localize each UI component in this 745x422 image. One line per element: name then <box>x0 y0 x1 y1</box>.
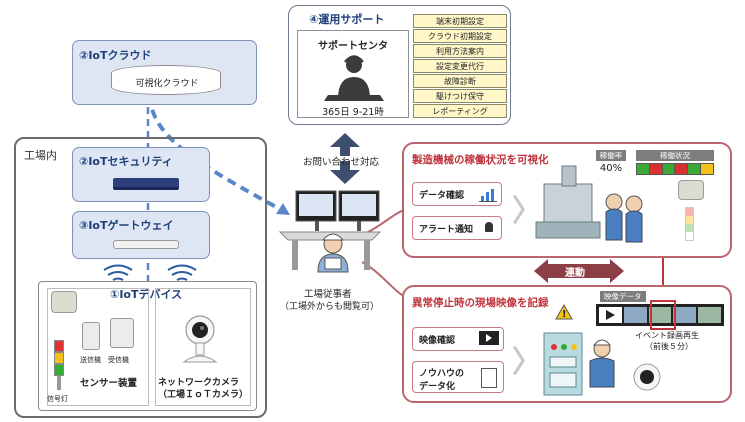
support-item: クラウド初期設定 <box>413 29 507 43</box>
support-title: ④運用サポート <box>309 13 385 26</box>
data-check-button[interactable]: データ確認 <box>412 182 502 206</box>
support-panel: ④運用サポート サポートセンタ 365日 9-21時 端末初期設定 クラウド初期… <box>288 5 511 125</box>
control-panel-illustration: ! <box>543 303 661 396</box>
receiver-icon <box>110 318 134 348</box>
down-arrow <box>330 161 360 184</box>
support-item: 利用方法案内 <box>413 44 507 58</box>
event-playback-label: イベント録画再生 <box>635 331 699 340</box>
support-item: 駆けつけ保守 <box>413 89 507 103</box>
support-item: レポーティング <box>413 104 507 118</box>
bar-chart-icon <box>479 187 497 202</box>
event-highlight <box>650 300 676 330</box>
event-playback-sub: （前後５分） <box>645 342 693 351</box>
video-player-icon <box>479 331 499 345</box>
iot-security-title: ②IoTセキュリティ <box>79 155 173 168</box>
alert-label: アラート通知 <box>419 225 474 235</box>
video-play-frame[interactable] <box>599 307 622 323</box>
status-label: 稼働状況 <box>636 150 714 161</box>
knowhow-label-line1: ノウハウの <box>419 369 465 379</box>
video-data-label: 映像データ <box>600 291 646 302</box>
iot-security-panel: ②IoTセキュリティ <box>72 147 210 202</box>
machine-workers-illustration <box>535 165 643 243</box>
support-center-box: サポートセンタ 365日 9-21時 <box>297 30 409 118</box>
support-item: 設定変更代行 <box>413 59 507 73</box>
svg-text:!: ! <box>562 309 567 320</box>
worker-sub-label: （工場外からも閲覧可） <box>280 302 380 312</box>
cloud-to-worker-dashed-link <box>148 94 286 214</box>
chevron-right-icon: 〉 <box>512 345 542 380</box>
signal-light-label: 信号灯 <box>47 395 68 403</box>
camera-label-line1: ネットワークカメラ <box>158 378 240 388</box>
support-hours: 365日 9-21時 <box>322 107 384 118</box>
video-frame <box>648 307 672 323</box>
knowhow-button[interactable]: ノウハウの データ化 <box>412 361 504 393</box>
wifi-signal-right <box>167 264 197 281</box>
inquiry-label: お問い合わせ対応 <box>303 157 380 168</box>
sensor-device-box <box>47 288 149 406</box>
receiver-label: 受信機 <box>108 356 129 364</box>
video-frame <box>698 307 721 323</box>
camera-box <box>155 288 251 406</box>
rate-label: 稼働率 <box>596 150 626 161</box>
iot-cloud-title: ②IoTクラウド <box>79 49 152 62</box>
knowhow-label-line2: データ化 <box>419 382 456 392</box>
video-frame <box>623 307 647 323</box>
status-bar <box>636 163 714 175</box>
transmitter-icon <box>82 322 100 350</box>
visual-cloud-label: 可視化クラウド <box>135 79 199 89</box>
worker-label: 工場従事者 <box>304 289 352 300</box>
factory-panel: 工場内 <box>14 137 267 418</box>
transmitter-label: 送信機 <box>80 356 101 364</box>
video-film-strip <box>596 304 724 326</box>
video-check-button[interactable]: 映像確認 <box>412 327 504 351</box>
support-center-label: サポートセンタ <box>318 41 388 52</box>
receiver-puck-icon <box>51 291 77 313</box>
support-item-list: 端末初期設定 クラウド初期設定 利用方法案内 設定変更代行 故障診断 駆けつけ保… <box>413 14 507 120</box>
tower-light-receiver-icon <box>678 180 704 200</box>
iot-devices-title: ①IoTデバイス <box>110 288 183 301</box>
camera-label-line2: （工場ＩｏＴカメラ） <box>158 390 249 400</box>
signal-light-icon <box>54 340 64 390</box>
iot-gateway-title: ③IoTゲートウェイ <box>79 219 174 232</box>
visualize-panel: 製造機械の稼働状況を可視化 データ確認 アラート通知 〉 <box>402 142 732 258</box>
dashed-link-arrowhead <box>276 203 290 215</box>
visual-cloud-cylinder: 可視化クラウド <box>111 65 221 95</box>
play-icon <box>606 310 615 320</box>
support-item: 故障診断 <box>413 74 507 88</box>
iot-cloud-panel: ②IoTクラウド 可視化クラウド <box>72 40 257 105</box>
video-frame <box>673 307 697 323</box>
data-check-label: データ確認 <box>419 191 465 201</box>
iot-gateway-panel: ③IoTゲートウェイ <box>72 211 210 259</box>
factory-title: 工場内 <box>24 149 57 162</box>
alarm-bell-icon <box>485 222 493 232</box>
tower-light-icon <box>685 207 694 241</box>
link-label: 連動 <box>565 268 585 279</box>
wifi-signal-left <box>103 264 133 281</box>
security-appliance-icon <box>113 178 179 190</box>
visualize-title: 製造機械の稼働状況を可視化 <box>412 154 549 166</box>
video-check-label: 映像確認 <box>419 336 456 346</box>
support-item: 端末初期設定 <box>413 14 507 28</box>
sensor-device-label: センサー装置 <box>80 378 138 389</box>
gateway-device-icon <box>113 240 179 249</box>
document-icon <box>481 368 497 388</box>
operator-icon <box>324 55 384 101</box>
up-arrow <box>330 133 360 156</box>
rate-value: 40% <box>599 163 623 174</box>
alert-button[interactable]: アラート通知 <box>412 216 502 240</box>
record-title: 異常停止時の現場映像を記録 <box>412 297 549 309</box>
